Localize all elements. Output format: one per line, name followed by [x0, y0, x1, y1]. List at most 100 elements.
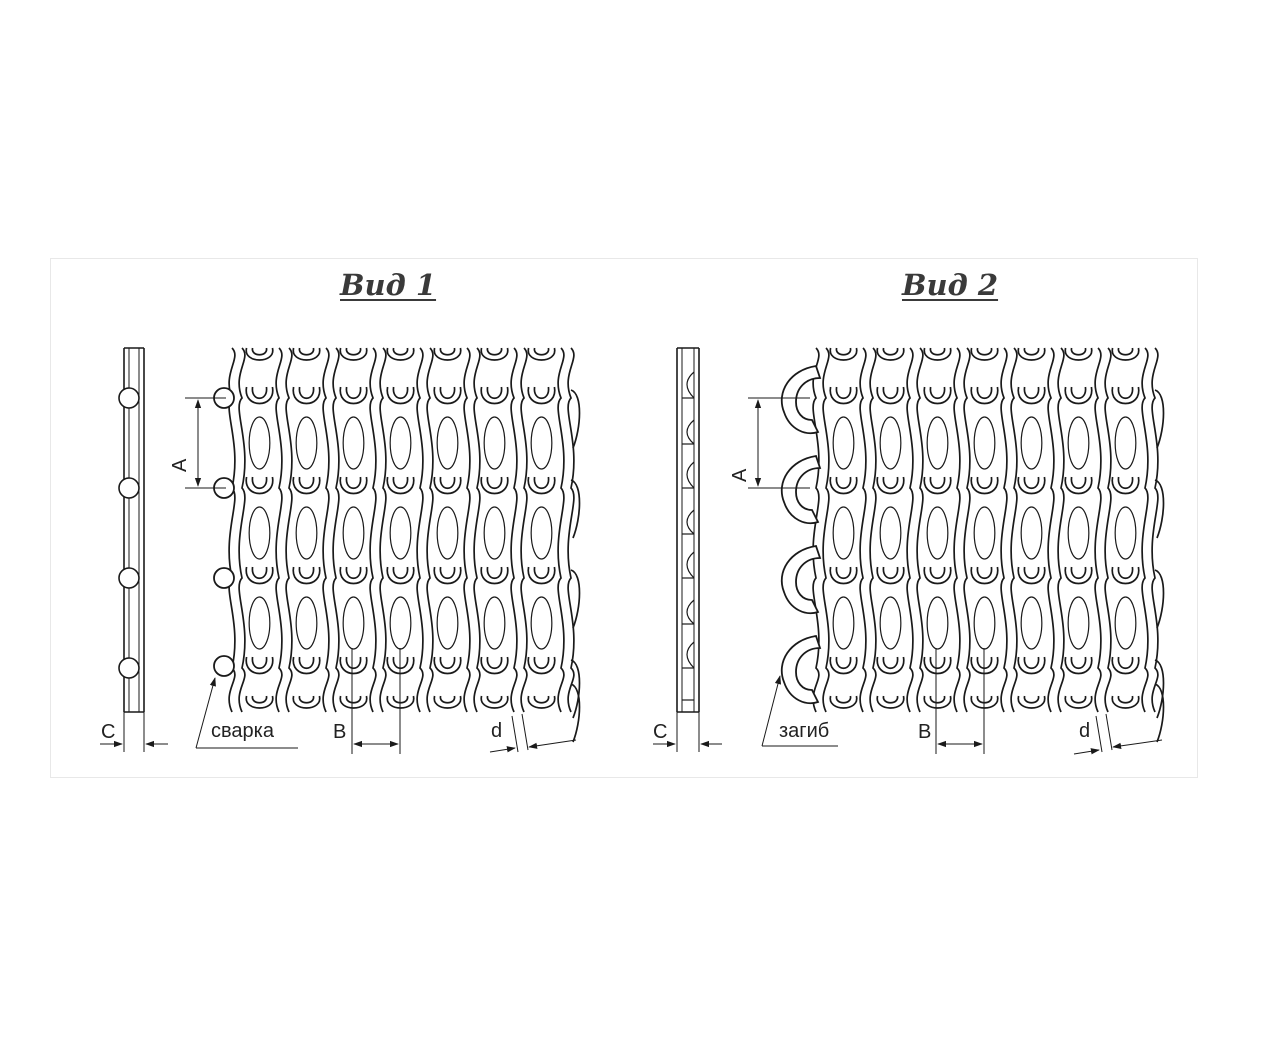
view-2-side-profile	[676, 347, 700, 713]
view-2-mesh-strand-6-b	[1104, 347, 1112, 713]
view-1-mesh-strand-0-b	[238, 347, 246, 713]
view-1-mesh-opening-r1-c5	[483, 506, 506, 560]
view-1-dim-a-label: A	[169, 458, 191, 472]
view-2-mesh-loop-r2-c4	[1017, 476, 1046, 495]
view-2-mesh-opening-r2-c5	[1067, 596, 1090, 650]
view-1-mesh-opening-r0-c6	[530, 416, 553, 470]
view-1-mesh-strand-1-b	[285, 347, 293, 713]
view-2-mesh-edge-hook-1	[1154, 479, 1165, 539]
view-1-mesh-loop-r3-c1	[292, 566, 321, 585]
view-1-mesh-strand-4-b	[426, 347, 434, 713]
view-1-mesh-loop-r0-c2	[339, 347, 368, 361]
view-2-mesh-loop-r3-c3	[970, 566, 999, 585]
view-1-mesh-loop-r3-c4	[433, 566, 462, 585]
view-2-mesh-loop-r1-c0	[829, 386, 858, 405]
view-2-mesh-loop-r1-c3	[970, 386, 999, 405]
view-2-mesh-strand-3-a	[953, 347, 961, 713]
view-2-mesh-loop-r2-c2	[923, 476, 952, 495]
view-2-mesh-loop-r0-c4	[1017, 347, 1046, 361]
view-2-mesh-opening-r0-c0	[832, 416, 855, 470]
view-2-mesh-loop-r2-c5	[1064, 476, 1093, 495]
view-2-dimension-c	[653, 712, 722, 752]
view-1-mesh-loop-r0-c3	[386, 347, 415, 361]
view-2-mesh-loop-r4-c5	[1064, 656, 1093, 675]
view-2-mesh-opening-r1-c4	[1020, 506, 1043, 560]
view-1-mesh-opening-r0-c3	[389, 416, 412, 470]
view-2-mesh-opening-r0-c4	[1020, 416, 1043, 470]
view-2-mesh-strand-0-a	[812, 347, 820, 713]
view-2-mesh-loop-r3-c5	[1064, 566, 1093, 585]
view-1-mesh-loop-r2-c0	[245, 476, 274, 495]
view-1-mesh-edge-hook-0	[570, 389, 581, 449]
view-2-mesh-loop-r2-c6	[1111, 476, 1140, 495]
view-1-mesh-strand-3-a	[369, 347, 377, 713]
view-1-mesh-opening-r2-c1	[295, 596, 318, 650]
view-1-mesh-loop-r1-c5	[480, 386, 509, 405]
view-2-mesh-opening-r1-c3	[973, 506, 996, 560]
view-2-mesh-loop-r1-c2	[923, 386, 952, 405]
view-1-mesh-loop-r2-c1	[292, 476, 321, 495]
view-1: A C сварка B d	[100, 347, 581, 754]
view-2-mesh-strand-2-a	[906, 347, 914, 713]
view-1-mesh-loop-r0-c5	[480, 347, 509, 361]
view-1-mesh-opening-r0-c1	[295, 416, 318, 470]
view-2-mesh-loop-r3-c0	[829, 566, 858, 585]
view-2-mesh-strand-4-a	[1000, 347, 1008, 713]
view-1-edge-welds	[213, 387, 235, 677]
view-2-dimension-b	[935, 648, 985, 754]
view-1-dim-c-label: C	[101, 721, 115, 743]
view-2-mesh-opening-r2-c3	[973, 596, 996, 650]
view-2-mesh-opening-r1-c1	[879, 506, 902, 560]
view-2-mesh-opening-r0-c1	[879, 416, 902, 470]
view-2-mesh-loop-r3-c4	[1017, 566, 1046, 585]
view-1-mesh-loop-r0-c4	[433, 347, 462, 361]
view-2-mesh-opening-r0-c6	[1114, 416, 1137, 470]
view-1-mesh-loop-r1-c4	[433, 386, 462, 405]
view-1-title: Вид 1	[340, 268, 437, 302]
view-1-mesh-loop-r0-c0	[245, 347, 274, 361]
view-2-mesh-loop-r5-c0	[829, 695, 858, 709]
view-2-dim-b-label: B	[918, 721, 931, 743]
view-2: A C загиб B d	[653, 347, 1165, 755]
view-1-mesh-strand-7-a	[557, 347, 565, 713]
view-2-mesh-strand-4-b	[1010, 347, 1018, 713]
view-1-mesh-strand-5-a	[463, 347, 471, 713]
view-2-edge-label: загиб	[779, 720, 829, 742]
view-1-dimension-d	[489, 713, 577, 753]
view-2-mesh-opening-r2-c2	[926, 596, 949, 650]
view-2-mesh-loop-r1-c5	[1064, 386, 1093, 405]
view-2-mesh-strand-2-b	[916, 347, 924, 713]
view-2-mesh-loop-r0-c2	[923, 347, 952, 361]
view-1-mesh-opening-r2-c3	[389, 596, 412, 650]
view-2-mesh-loop-r0-c1	[876, 347, 905, 361]
view-2-mesh-loop-r5-c4	[1017, 695, 1046, 709]
view-1-mesh-strand-3-b	[379, 347, 387, 713]
view-1-mesh-loop-r2-c6	[527, 476, 556, 495]
view-1-mesh-strand-5-b	[473, 347, 481, 713]
view-1-mesh-strand-1-a	[275, 347, 283, 713]
view-2-mesh-loop-r2-c0	[829, 476, 858, 495]
view-2-mesh-edge-hook-0	[1154, 389, 1165, 449]
view-1-mesh-opening-r2-c4	[436, 596, 459, 650]
view-1-mesh-opening-r2-c2	[342, 596, 365, 650]
view-1-mesh-opening-r1-c4	[436, 506, 459, 560]
view-2-mesh-strand-6-a	[1094, 347, 1102, 713]
view-2-mesh-opening-r2-c0	[832, 596, 855, 650]
view-2-mesh-opening-r0-c3	[973, 416, 996, 470]
view-2-mesh-loop-r2-c1	[876, 476, 905, 495]
view-1-mesh-loop-r2-c3	[386, 476, 415, 495]
view-1-dimension-b	[351, 648, 401, 754]
view-1-edge-label: сварка	[211, 720, 275, 742]
view-1-mesh-loop-r4-c0	[245, 656, 274, 675]
view-1-mesh-loop-r1-c1	[292, 386, 321, 405]
view-1-mesh-opening-r0-c5	[483, 416, 506, 470]
view-1-mesh-loop-r4-c5	[480, 656, 509, 675]
view-2-mesh	[812, 347, 1165, 743]
view-1-mesh-opening-r1-c3	[389, 506, 412, 560]
view-2-dimension-d	[1073, 713, 1163, 755]
view-2-mesh-opening-r2-c6	[1114, 596, 1137, 650]
view-1-mesh-opening-r0-c0	[248, 416, 271, 470]
view-2-mesh-strand-0-b	[822, 347, 830, 713]
view-1-mesh-edge-hook-1	[570, 479, 581, 539]
